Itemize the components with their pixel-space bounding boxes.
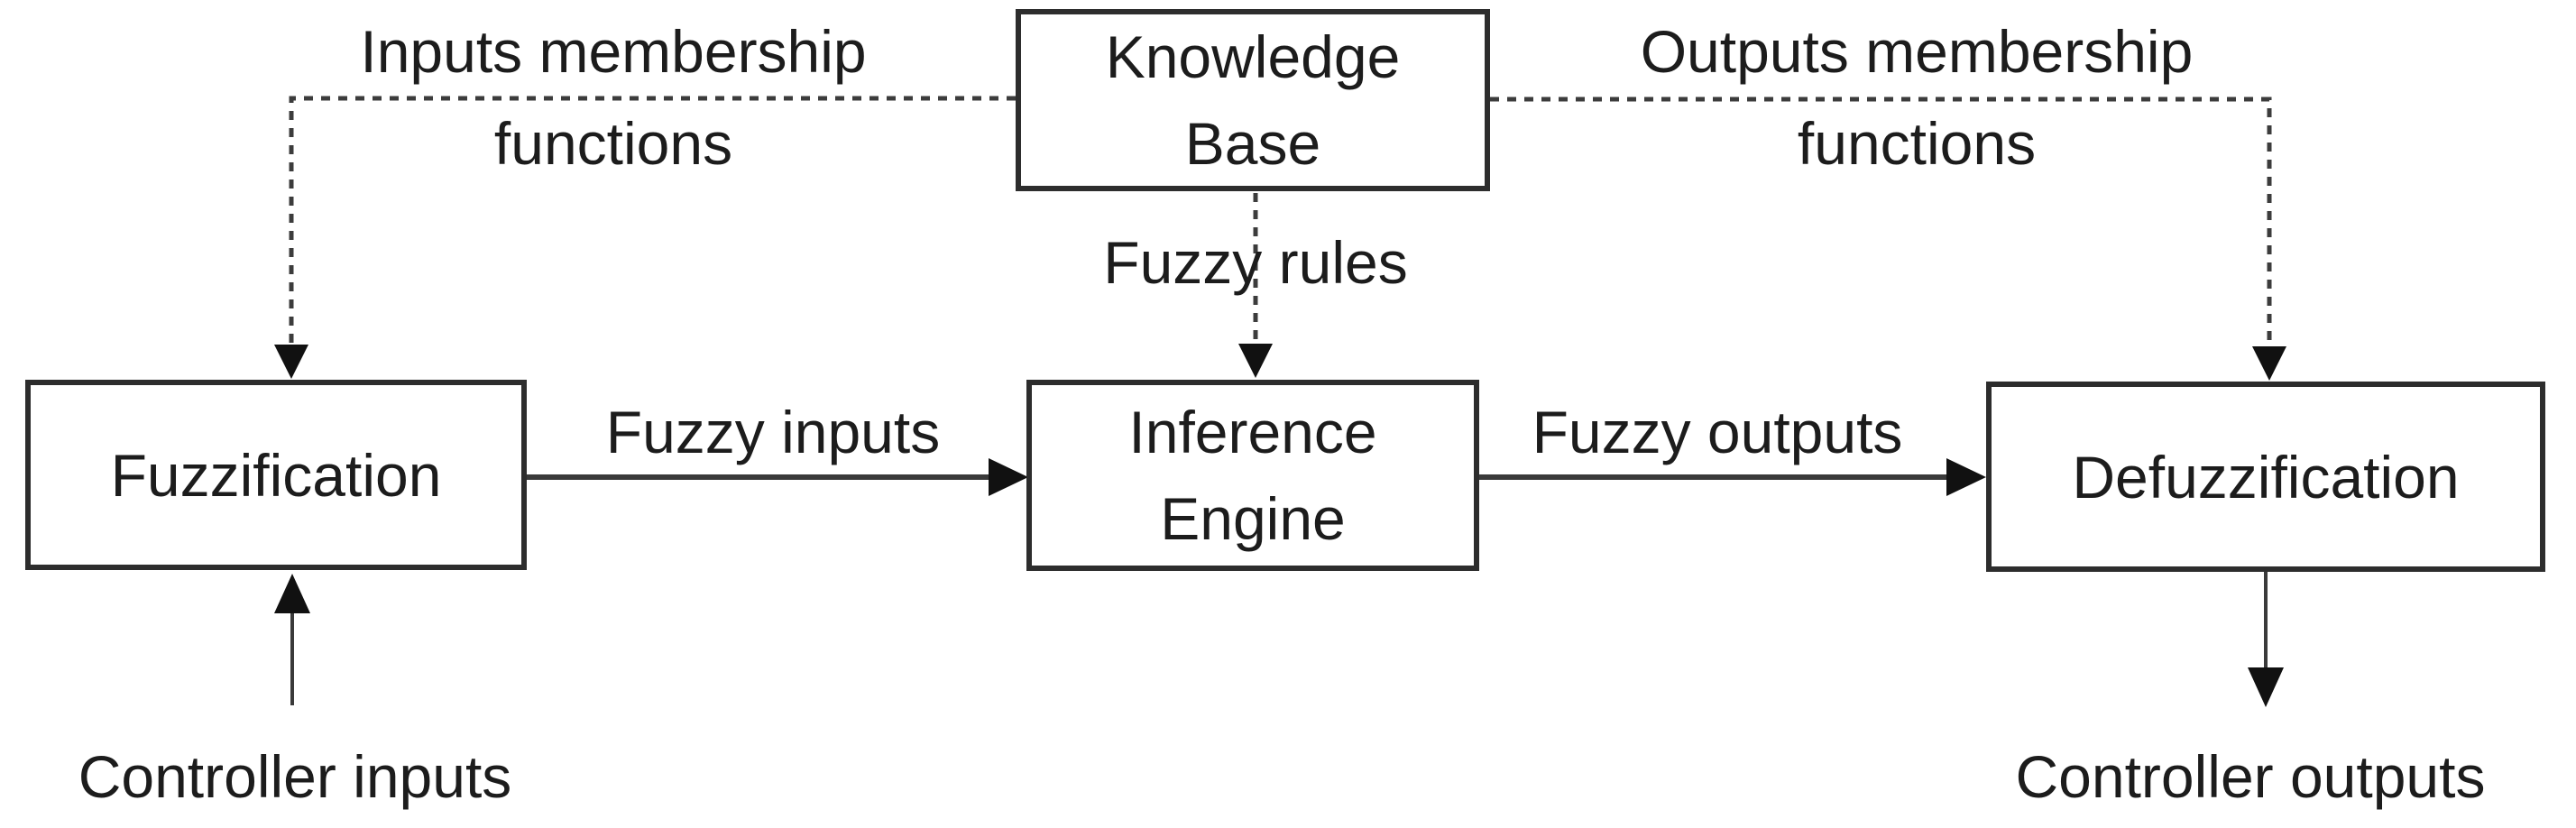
- arrowhead-down-icon: [1238, 344, 1273, 378]
- controller-inputs-label: Controller inputs: [78, 743, 512, 810]
- inference-engine-box: Inference Engine: [1026, 380, 1479, 571]
- fuzzy-outputs-label: Fuzzy outputs: [1532, 399, 1903, 465]
- arrowhead-up-icon: [274, 574, 310, 613]
- fuzzy-rules-label: Fuzzy rules: [1103, 229, 1408, 296]
- controller-outputs-label: Controller outputs: [2015, 743, 2486, 810]
- arrowhead-down-icon: [2252, 346, 2286, 381]
- arrowhead-down-icon: [2248, 667, 2284, 707]
- knowledge-base-box: Knowledge Base: [1016, 9, 1490, 191]
- arrowhead-down-icon: [274, 345, 308, 379]
- arrowhead-right-icon: [1946, 458, 1986, 496]
- defuzzification-box: Defuzzification: [1986, 382, 2545, 572]
- inputs-membership-functions-label: Inputs membership functions: [360, 18, 867, 177]
- outputs-membership-functions-label: Outputs membership functions: [1640, 18, 2194, 177]
- fuzzification-box: Fuzzification: [25, 380, 527, 570]
- fuzzy-inputs-label: Fuzzy inputs: [605, 399, 941, 465]
